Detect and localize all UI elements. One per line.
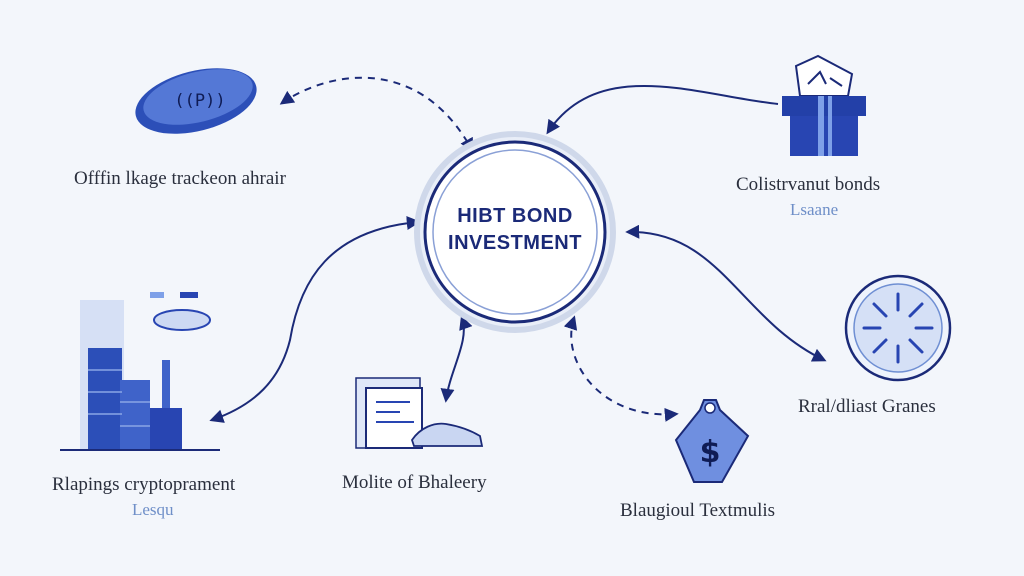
hub-title-line1: HIBT BOND <box>457 205 573 227</box>
connector-blaugioul <box>563 315 679 422</box>
globe-icon <box>844 274 952 382</box>
connectors <box>209 76 827 423</box>
rlapings-sub: Lesqu <box>132 500 174 519</box>
server-towers-icon <box>60 292 220 451</box>
rralist-label: Rral/dliast Granes <box>798 396 936 417</box>
svg-text:$: $ <box>700 435 721 470</box>
blaugioul-label: Blaugioul Textmulis <box>620 500 776 521</box>
svg-text:((P)): ((P)) <box>174 91 225 111</box>
colistrivanut-label: Colistrvanut bonds <box>736 174 881 195</box>
connector-offline <box>279 76 474 153</box>
dollar-tag-icon: $ <box>674 399 750 483</box>
connector-colistrivanut <box>546 84 779 135</box>
rlapings-label: Rlapings cryptoprament <box>52 474 236 495</box>
colistrivanut-sub: Lsaane <box>790 200 839 219</box>
connector-rlapings <box>209 216 421 423</box>
pill-badge-icon: ((P)) <box>135 68 257 134</box>
connector-rralist <box>625 224 827 362</box>
document-sneaker-icon <box>355 377 484 449</box>
hub-node <box>414 131 616 333</box>
molite-label: Molite of Bhaleery <box>342 472 487 493</box>
building-gift-icon <box>782 54 866 156</box>
connector-molite <box>440 315 473 403</box>
hub-title-line2: INVESTMENT <box>448 232 582 254</box>
offline-label: Offfin lkage trackeon ahrair <box>74 168 286 189</box>
